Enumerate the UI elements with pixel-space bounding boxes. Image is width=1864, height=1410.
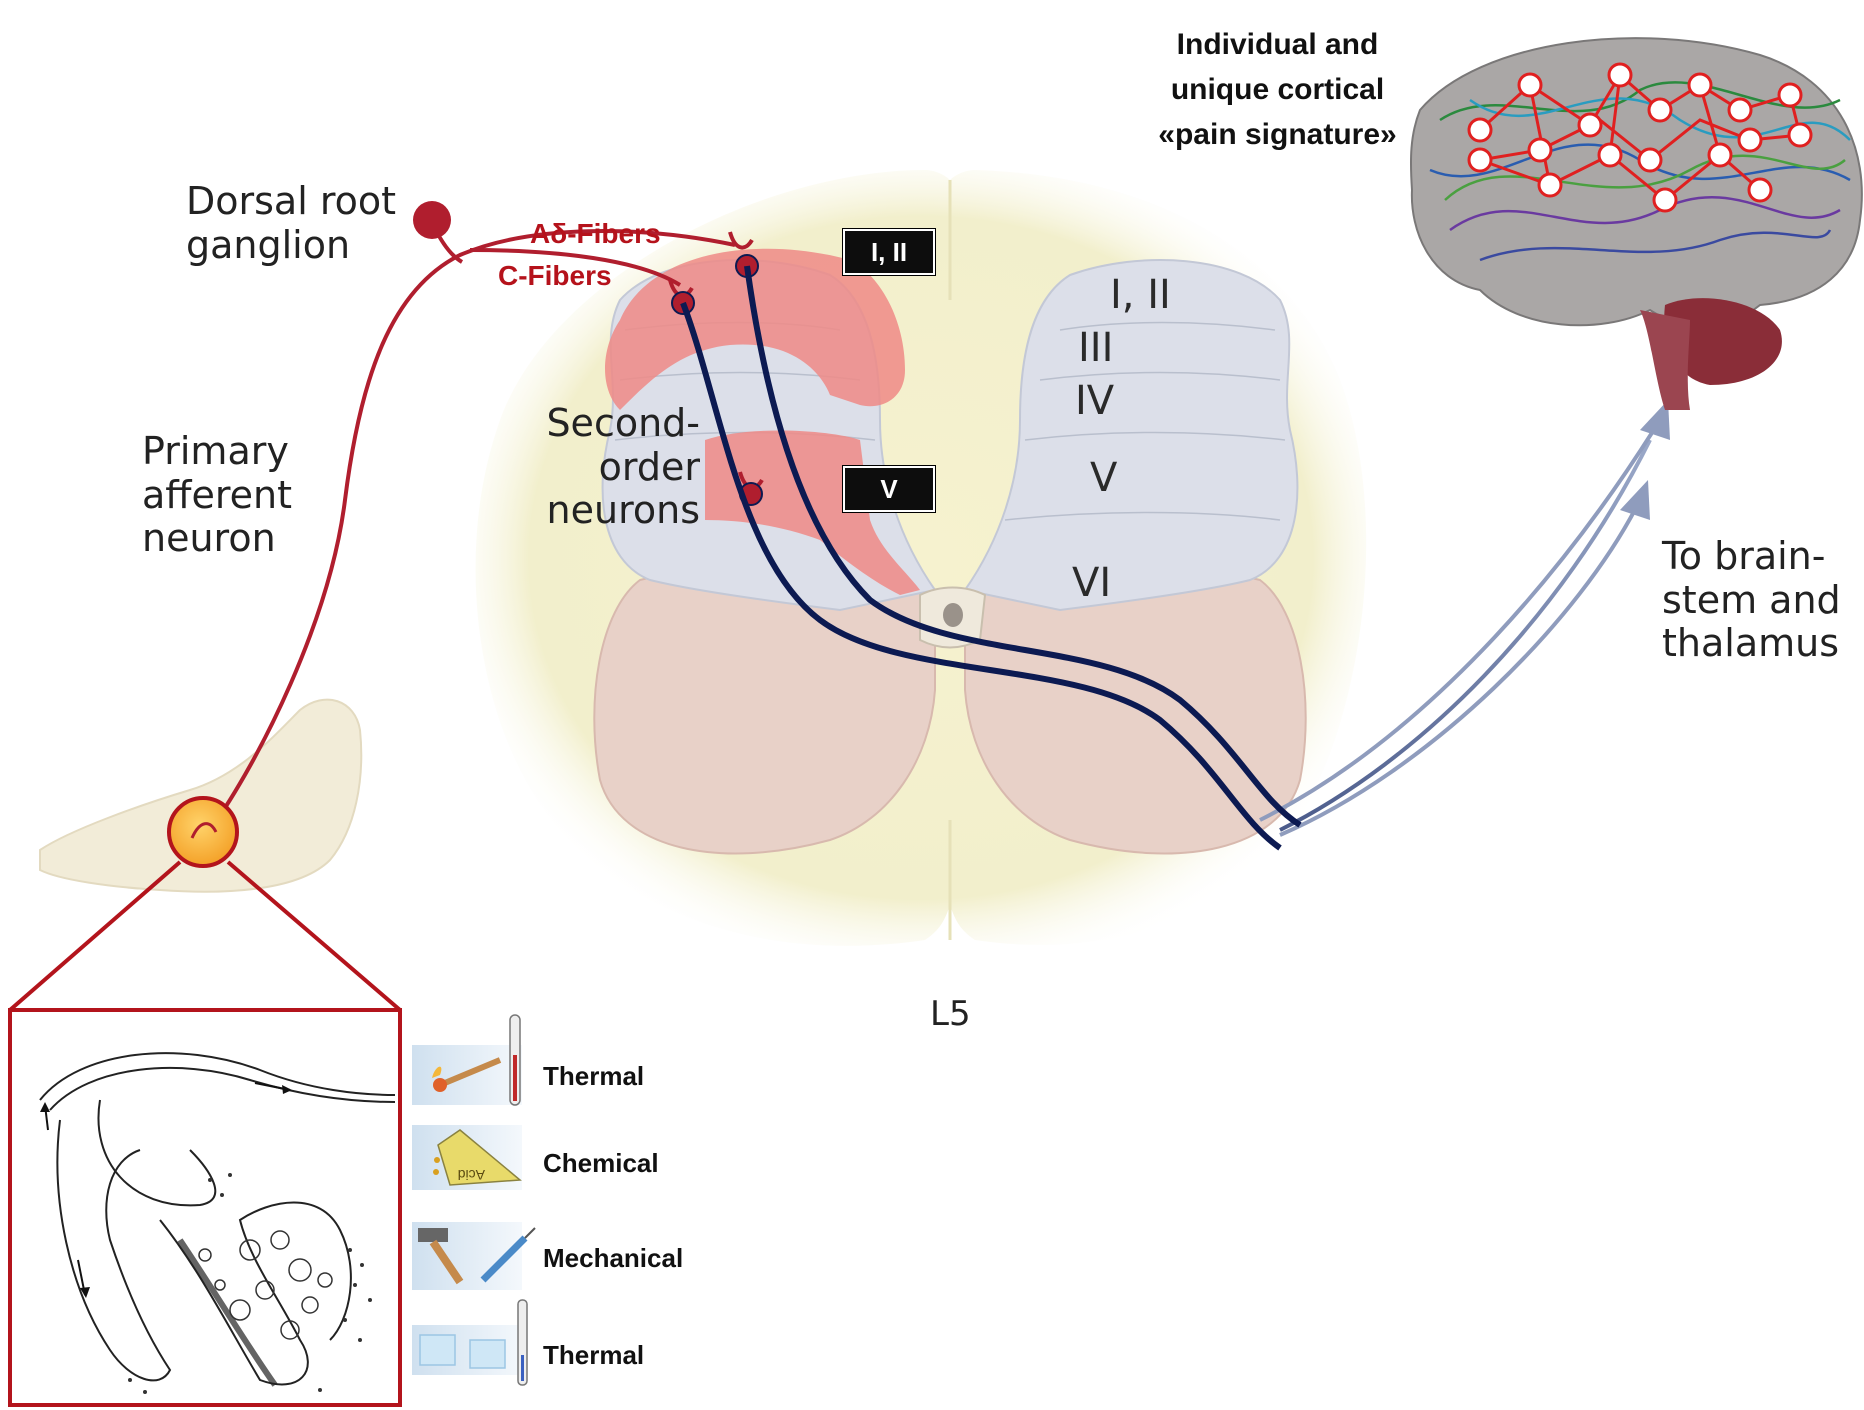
adelta-fibers-label: Aδ-Fibers — [530, 218, 661, 250]
nociceptor-inset — [10, 1010, 400, 1405]
lamina-label-1-2: I, II — [1110, 272, 1171, 318]
cortical-line3: «pain signature» — [1135, 112, 1420, 157]
segment-label: L5 — [930, 995, 971, 1034]
brain-illustration — [1411, 38, 1862, 410]
cortical-line2: unique cortical — [1135, 67, 1420, 112]
badge-lamina-1-2: I, II — [843, 229, 935, 275]
to-brain-line2: stem and — [1662, 579, 1841, 623]
to-brain-line3: thalamus — [1662, 622, 1841, 666]
hammer-syringe-icon — [412, 1222, 535, 1290]
primary-label-line2: afferent — [142, 474, 292, 518]
second-label-line2: order — [545, 446, 700, 490]
second-label-line3: neurons — [545, 489, 700, 533]
brain-stem — [1640, 310, 1690, 410]
match-thermometer-icon — [412, 1015, 522, 1105]
primary-label-line3: neuron — [142, 517, 292, 561]
c-fibers-label: C-Fibers — [498, 260, 612, 292]
stimulus-thermal-heat-label: Thermal — [543, 1061, 644, 1092]
second-order-label: Second- order neurons — [545, 402, 700, 533]
nociceptor-receptor — [169, 798, 237, 866]
stimulus-mechanical-label: Mechanical — [543, 1243, 683, 1274]
lamina-label-6: VI — [1072, 560, 1111, 606]
lamina-label-5: V — [1090, 455, 1117, 501]
ice-thermometer-icon — [412, 1300, 527, 1385]
stimulus-thermal-cold-label: Thermal — [543, 1340, 644, 1371]
acid-flask-icon: Acid — [412, 1125, 522, 1190]
badge-lamina-5: V — [843, 466, 935, 512]
drg-label-line2: ganglion — [186, 224, 396, 268]
drg-label: Dorsal root ganglion — [186, 180, 396, 267]
stimulus-chemical-label: Chemical — [543, 1148, 659, 1179]
second-label-line1: Second- — [545, 402, 700, 446]
to-brain-label: To brain- stem and thalamus — [1662, 535, 1841, 666]
cortical-line1: Individual and — [1135, 22, 1420, 67]
drg-label-line1: Dorsal root — [186, 180, 396, 224]
primary-label-line1: Primary — [142, 430, 292, 474]
primary-afferent-label: Primary afferent neuron — [142, 430, 292, 561]
dorsal-root-ganglion — [413, 201, 451, 239]
to-brain-line1: To brain- — [1662, 535, 1841, 579]
lamina-label-3: III — [1078, 325, 1113, 371]
cortical-signature-label: Individual and unique cortical «pain sig… — [1135, 22, 1420, 157]
lamina-label-4: IV — [1075, 378, 1114, 424]
svg-text:Acid: Acid — [458, 1167, 485, 1183]
